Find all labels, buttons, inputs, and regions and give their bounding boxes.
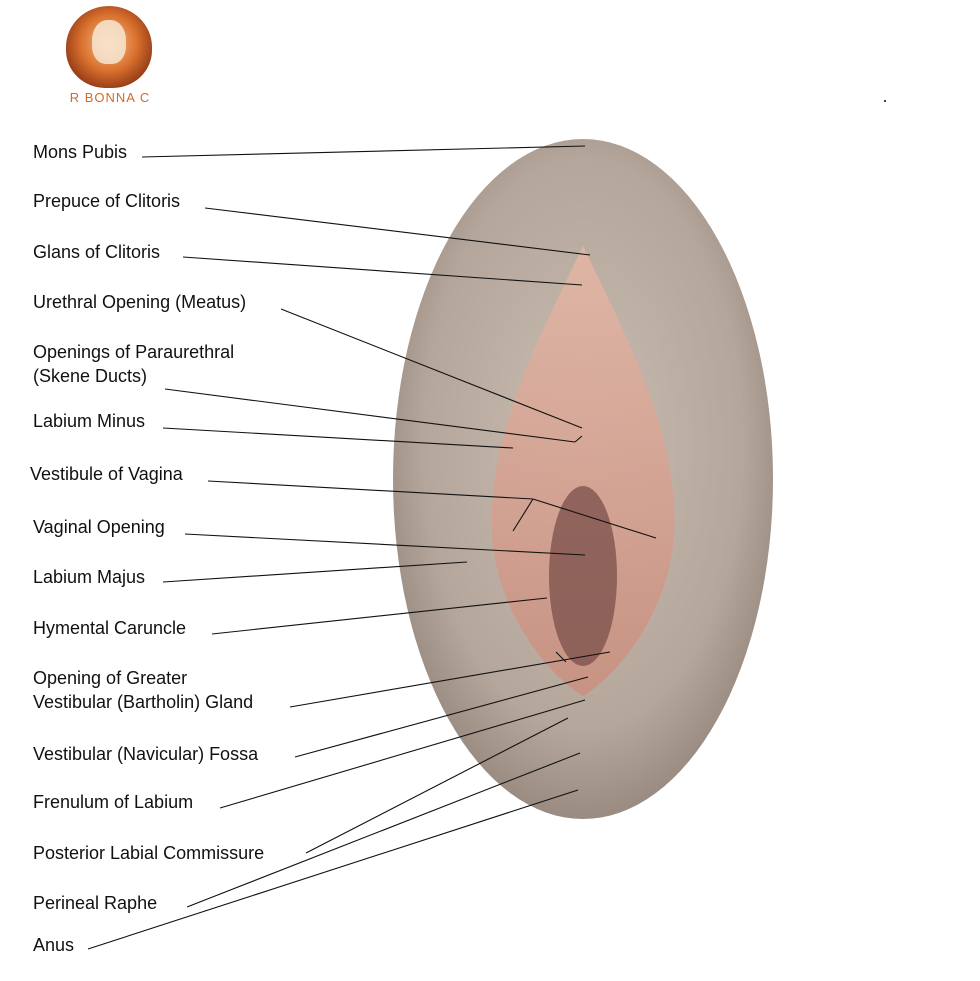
label-navicular-fossa: Vestibular (Navicular) Fossa [33, 744, 259, 764]
anatomical-figure [390, 136, 776, 822]
stray-dot [884, 100, 886, 102]
logo-text: R BONNA C [69, 90, 151, 105]
label-mons-pubis: Mons Pubis [33, 142, 128, 162]
label-paraurethral-openings-line2: (Skene Ducts) [33, 366, 148, 386]
label-perineal-raphe: Perineal Raphe [33, 893, 158, 913]
label-anus: Anus [33, 935, 75, 955]
label-frenulum-of-labium: Frenulum of Labium [33, 792, 194, 812]
label-posterior-labial-commissure: Posterior Labial Commissure [33, 843, 265, 863]
central-zone [549, 486, 617, 666]
label-urethral-opening: Urethral Opening (Meatus) [33, 292, 247, 312]
label-labium-majus: Labium Majus [33, 567, 146, 587]
skull-emblem-icon [66, 6, 152, 88]
logo: R BONNA C [58, 4, 162, 108]
label-bartholin-line1: Opening of Greater [33, 668, 188, 688]
label-hymental-caruncle: Hymental Caruncle [33, 618, 187, 638]
label-labium-minus: Labium Minus [33, 411, 146, 431]
label-bartholin-line2: Vestibular (Bartholin) Gland [33, 692, 254, 712]
label-glans-of-clitoris: Glans of Clitoris [33, 242, 161, 262]
label-paraurethral-openings-line1: Openings of Paraurethral [33, 342, 235, 362]
label-vaginal-opening: Vaginal Opening [33, 517, 165, 537]
label-prepuce-of-clitoris: Prepuce of Clitoris [33, 191, 181, 211]
label-vestibule-of-vagina: Vestibule of Vagina [30, 464, 183, 484]
